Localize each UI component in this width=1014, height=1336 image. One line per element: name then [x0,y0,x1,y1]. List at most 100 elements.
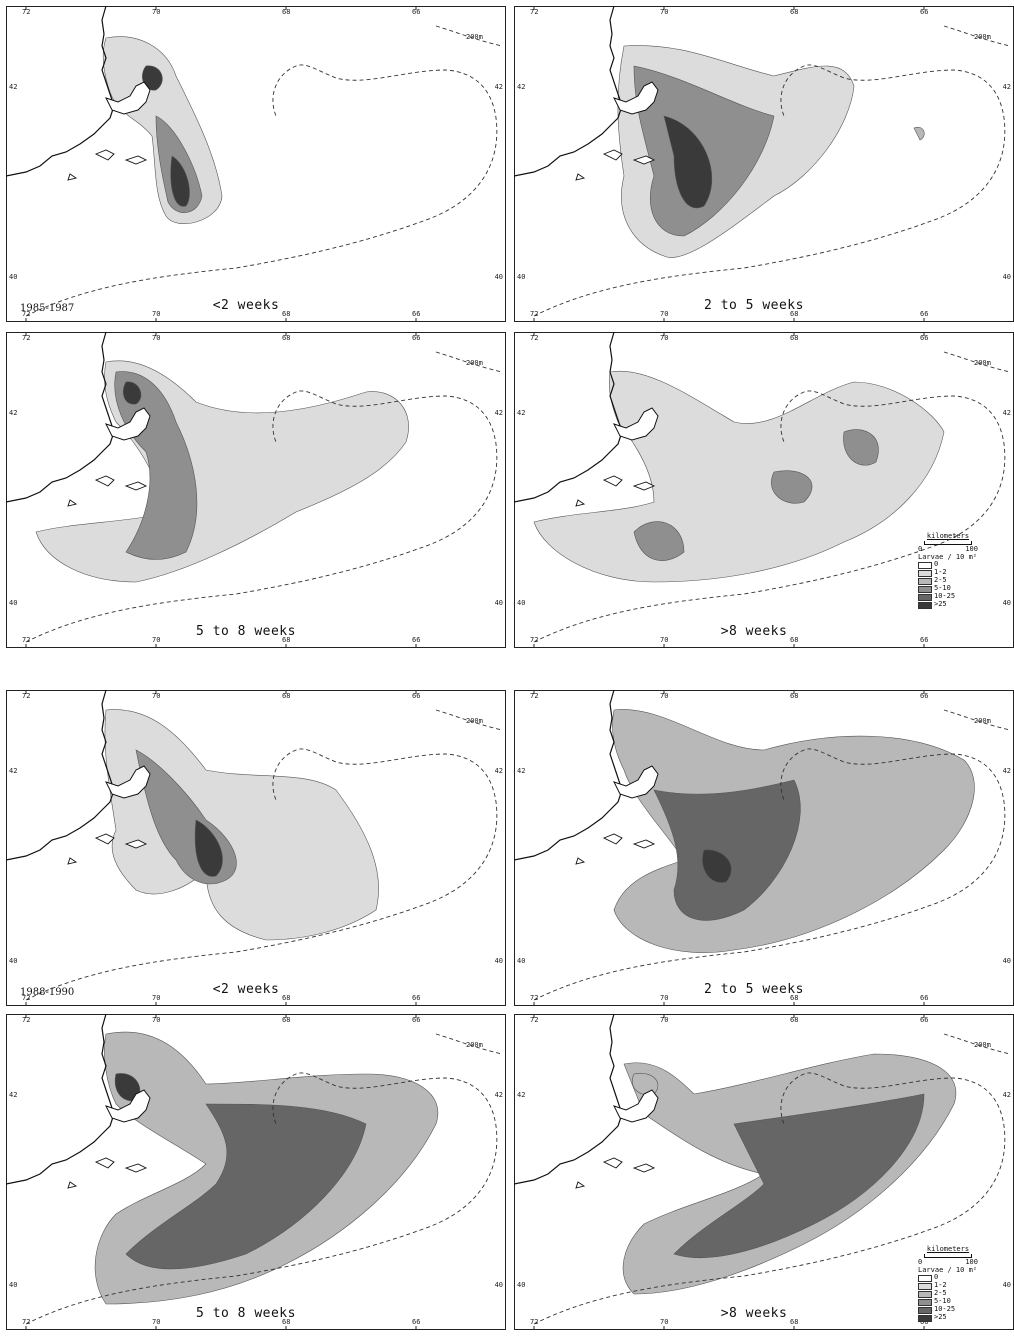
legend-class-label: 5-10 [934,1297,951,1306]
island [632,839,656,849]
legend-swatch [918,1282,932,1290]
top-longitude-label: 68 [282,8,291,16]
latitude-label: 40 [9,273,18,281]
bottom-longitude-label: 66 [920,1318,929,1326]
legend-class-label: 0 [934,1273,939,1282]
latitude-label: 42 [494,83,503,91]
map-frame [6,6,506,322]
top-longitude-label: 70 [660,8,669,16]
density-contour [123,381,142,405]
top-longitude-label: 70 [660,692,669,700]
bottom-longitude-label: 68 [790,994,799,1002]
top-longitude-label: 66 [920,692,929,700]
island [575,499,586,507]
latitude-label: 40 [517,1281,526,1289]
top-longitude-label: 66 [920,8,929,16]
island [632,481,656,491]
contour-label: 200m [466,1041,483,1049]
legend-class-label: >25 [934,1313,947,1322]
density-contour [673,1093,925,1259]
legend-swatch [918,601,932,609]
legend-units: Larvae / 10 m² [918,1265,978,1274]
legend-swatch [918,577,932,585]
latitude-label: 40 [9,599,18,607]
latitude-label: 40 [517,599,526,607]
bottom-longitude-label: 68 [282,1318,291,1326]
latitude-label: 40 [494,957,503,965]
top-longitude-label: 68 [282,334,291,342]
island [124,839,148,849]
legend-class-label: 10-25 [934,1305,956,1314]
larvae-density-layer [612,709,975,953]
latitude-label: 42 [494,767,503,775]
bottom-longitude-label: 70 [152,636,161,644]
density-contour [653,779,801,921]
legend-class-label: 10-25 [934,592,956,601]
top-longitude-label: 68 [790,334,799,342]
latitude-label: 42 [1002,1091,1011,1099]
density-contour [170,155,190,207]
legend-class-row: >25 [918,601,978,609]
island [575,173,586,181]
island [124,1163,148,1173]
bottom-longitude-label: 72 [530,1318,539,1326]
bottom-longitude-label: 66 [412,994,421,1002]
bottom-longitude-label: 70 [152,994,161,1002]
age-class-caption: 5 to 8 weeks [196,624,296,639]
bottom-longitude-label: 66 [920,994,929,1002]
island [67,173,78,181]
latitude-label: 42 [9,83,18,91]
island [602,475,623,487]
top-longitude-label: 68 [790,1016,799,1024]
top-longitude-label: 68 [282,1016,291,1024]
latitude-label: 42 [1002,767,1011,775]
legend-swatch [918,1298,932,1306]
island [575,1181,586,1189]
scale-min: 0 [918,1258,923,1267]
bottom-longitude-label: 72 [530,310,539,318]
island [67,857,78,865]
legend-swatch [918,1314,932,1322]
larvae-density-layer [617,45,925,258]
bottom-longitude-label: 68 [282,994,291,1002]
legend-class-label: 2-5 [934,576,947,585]
latitude-label: 40 [1002,599,1011,607]
density-contour [125,1103,367,1270]
shelf-break-200m-line [25,351,503,643]
top-longitude-label: 68 [790,8,799,16]
bottom-longitude-label: 72 [22,636,31,644]
age-class-caption: >8 weeks [720,1306,788,1321]
period-label: 1988-1990 [20,987,75,998]
contour-label: 200m [974,33,991,41]
bottom-longitude-label: 72 [22,994,31,1002]
density-contour [702,849,732,883]
cape-cod-landmass [105,81,151,115]
legend-swatch [918,585,932,593]
cape-cod-landmass [105,407,151,441]
legend-class-row: >25 [918,1314,978,1322]
density-contour [633,521,685,561]
island [575,857,586,865]
coastline [514,1014,623,1185]
latitude-label: 42 [1002,83,1011,91]
bottom-longitude-label: 68 [790,310,799,318]
density-contour [142,65,163,91]
island [602,833,623,845]
cape-cod-landmass [613,1089,659,1123]
shelf-break-200m-line [533,25,1011,317]
latitude-label: 42 [494,1091,503,1099]
coastline [6,690,115,861]
latitude-label: 42 [494,409,503,417]
map-svg [6,332,506,648]
bottom-longitude-label: 66 [920,310,929,318]
top-longitude-label: 66 [920,1016,929,1024]
bottom-longitude-label: 70 [660,636,669,644]
shelf-break-200m-line [533,351,1011,643]
top-longitude-label: 72 [22,8,31,16]
scale-bar [924,541,972,546]
latitude-label: 42 [517,409,526,417]
top-longitude-label: 70 [152,334,161,342]
